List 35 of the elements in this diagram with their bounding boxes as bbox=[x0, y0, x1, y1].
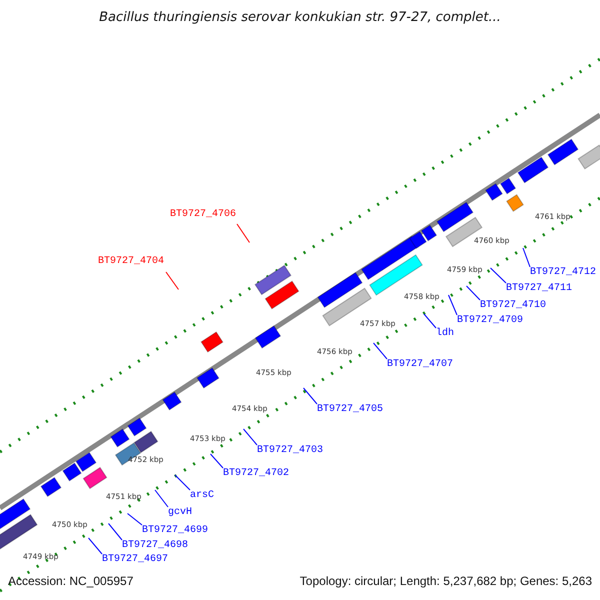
leader-line bbox=[243, 428, 258, 446]
leader-line bbox=[166, 272, 179, 290]
leader-line bbox=[522, 248, 530, 268]
gene-label: ldh bbox=[436, 329, 454, 339]
leader-line bbox=[490, 268, 506, 284]
gene-label: BT9727_4699 bbox=[142, 526, 208, 536]
title: Bacillus thuringiensis serovar konkukian str. 97-27, complet... bbox=[98, 11, 502, 24]
leader-line bbox=[174, 474, 190, 490]
gene-label: arsC bbox=[190, 491, 214, 501]
gene-label: BT9727_4705 bbox=[317, 405, 384, 415]
leader-line bbox=[303, 388, 318, 404]
leader-line bbox=[236, 224, 250, 243]
gene-label: gcvH bbox=[168, 508, 192, 518]
leader-line bbox=[154, 490, 168, 508]
gene-label: BT9727_4702 bbox=[223, 469, 290, 479]
gene-label: BT9727_4704 bbox=[98, 257, 164, 267]
leader-line bbox=[127, 513, 142, 526]
gene-label: BT9727_4711 bbox=[506, 284, 572, 294]
leader-line bbox=[424, 314, 436, 328]
leader-line bbox=[373, 342, 388, 360]
gene-label: BT9727_4710 bbox=[480, 301, 546, 311]
leader-line bbox=[466, 286, 480, 300]
gene-label: BT9727_4707 bbox=[387, 360, 454, 370]
footer-text: Accession: NC_005957 bbox=[8, 575, 134, 587]
gene-label: BT9727_4698 bbox=[122, 541, 188, 551]
gene-label: BT9727_4712 bbox=[530, 268, 596, 278]
gene-label: BT9727_4703 bbox=[257, 446, 324, 456]
gene-label: BT9727_4709 bbox=[457, 316, 524, 326]
footer-text: Topology: circular; Length: 5,237,682 bp; Genes: 5,263 bbox=[300, 575, 592, 587]
leader-line bbox=[210, 454, 224, 468]
leader-line bbox=[88, 538, 102, 554]
gene-label: BT9727_4706 bbox=[170, 210, 236, 220]
gene-label: BT9727_4697 bbox=[102, 555, 168, 565]
leader-line bbox=[108, 523, 122, 540]
leader-line bbox=[448, 294, 458, 316]
